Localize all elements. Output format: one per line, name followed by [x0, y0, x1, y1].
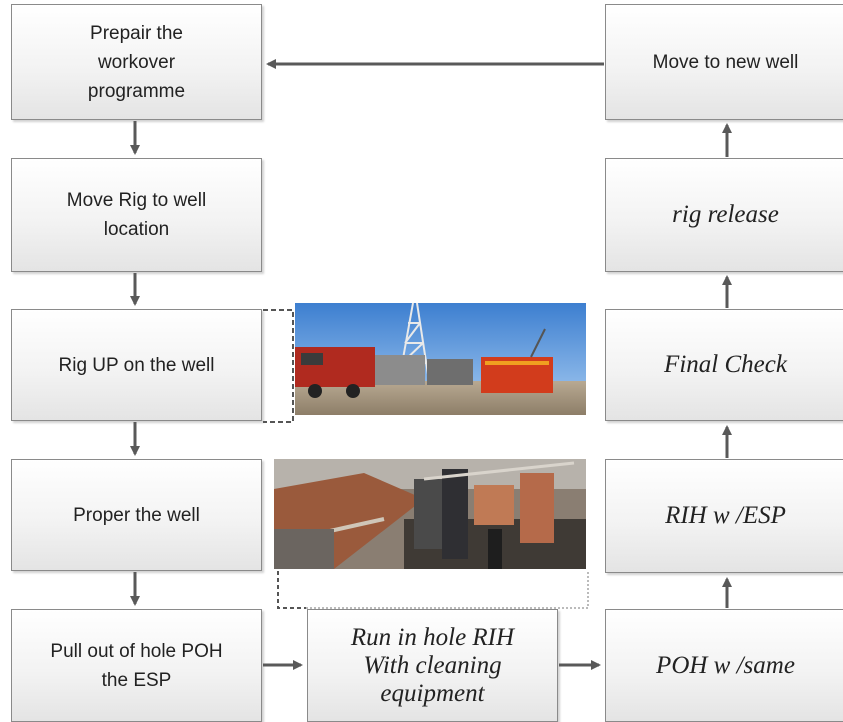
step-poh-same-label: POH w /same — [656, 651, 795, 679]
crew-photo — [274, 459, 586, 569]
step-rih-esp-label: RIH w /ESP — [665, 502, 786, 529]
dashed-connector-crew-photo — [277, 571, 306, 609]
step-prepare-programme: Prepair the workover programme — [11, 4, 262, 120]
dotted-connector-crew-photo — [306, 571, 589, 609]
dashed-connector-rig-photo — [263, 309, 294, 423]
step-move-new-well: Move to new well — [605, 4, 843, 120]
step-pull-out-label: Pull out of hole POH the ESP — [50, 640, 223, 691]
step-pull-out: Pull out of hole POH the ESP — [11, 609, 262, 722]
step-prepare-programme-label: Prepair the workover programme — [87, 22, 186, 102]
rig-photo — [295, 303, 586, 415]
step-final-check: Final Check — [605, 309, 843, 421]
step-proper-well: Proper the well — [11, 459, 262, 571]
step-final-check-label: Final Check — [664, 351, 787, 378]
crew-photo-image — [274, 459, 586, 569]
step-rig-up: Rig UP on the well — [11, 309, 262, 421]
step-move-rig: Move Rig to well location — [11, 158, 262, 272]
step-rig-release-label: rig release — [672, 201, 779, 228]
step-rih-esp: RIH w /ESP — [605, 459, 843, 573]
step-run-in-hole-label: Run in hole RIH With cleaning equipment — [350, 623, 515, 707]
step-move-rig-label: Move Rig to well location — [66, 190, 207, 240]
step-rig-release: rig release — [605, 158, 843, 272]
step-move-new-well-label: Move to new well — [652, 51, 799, 73]
step-rig-up-label: Rig UP on the well — [58, 354, 215, 376]
rig-photo-image — [295, 303, 586, 415]
step-run-in-hole: Run in hole RIH With cleaning equipment — [307, 609, 558, 722]
step-proper-well-label: Proper the well — [73, 504, 200, 526]
